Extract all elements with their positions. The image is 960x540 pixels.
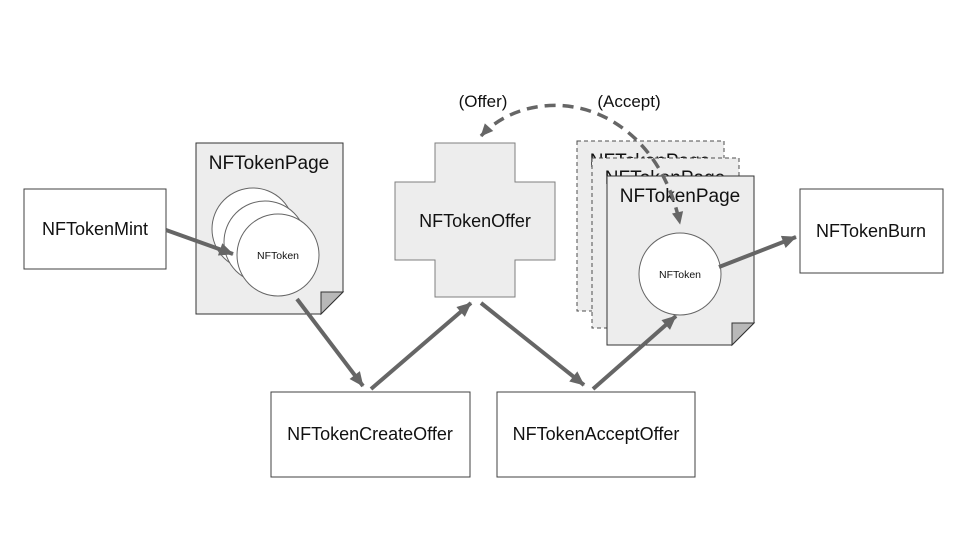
- left-page-title: NFTokenPage: [209, 153, 329, 174]
- right-page-title: NFTokenPage: [620, 186, 740, 207]
- arrow-offer-to-acceptoffer: [479, 301, 586, 387]
- accept-offer-box: [496, 391, 696, 478]
- left-nftokenpage: NFTokenPage NFToken: [195, 142, 345, 316]
- accept-offer-label: NFTokenAcceptOffer: [513, 424, 680, 444]
- arrow-page-to-createoffer: [295, 297, 365, 388]
- create-offer-node: NFTokenCreateOffer: [270, 391, 471, 478]
- dashed-offer-accept-arc: [479, 103, 684, 225]
- right-page-fold-corner: [731, 322, 756, 347]
- mint-node: NFTokenMint: [23, 188, 167, 270]
- right-token-label: NFToken: [659, 269, 701, 281]
- burn-node: NFTokenBurn: [799, 188, 944, 274]
- accept-offer-node: NFTokenAcceptOffer: [496, 391, 696, 478]
- right-token-circle: [638, 232, 722, 316]
- left-token-label: NFToken: [257, 250, 299, 262]
- arrow-page-to-burn: [718, 235, 797, 269]
- token-circle-front: [236, 213, 320, 297]
- create-offer-label: NFTokenCreateOffer: [287, 424, 453, 444]
- burn-label: NFTokenBurn: [816, 221, 926, 241]
- arrow-mint-to-page: [165, 228, 234, 256]
- arrow-createoffer-to-offer: [369, 301, 473, 391]
- mint-box: [23, 188, 167, 270]
- left-page-fold-corner: [320, 291, 345, 316]
- offer-node: NFTokenOffer: [394, 142, 556, 298]
- create-offer-box: [270, 391, 471, 478]
- offer-label: NFTokenOffer: [419, 211, 531, 231]
- offer-annotation: (Offer): [459, 92, 508, 111]
- mint-label: NFTokenMint: [42, 219, 148, 239]
- flow-arrows: [165, 228, 797, 391]
- burn-box: [799, 188, 944, 274]
- arrow-acceptoffer-to-page: [591, 314, 678, 391]
- right-nftokenpage-stack: NFTokenPage NFTokenPage NFTokenPage NFTo…: [576, 140, 756, 347]
- accept-annotation: (Accept): [597, 92, 660, 111]
